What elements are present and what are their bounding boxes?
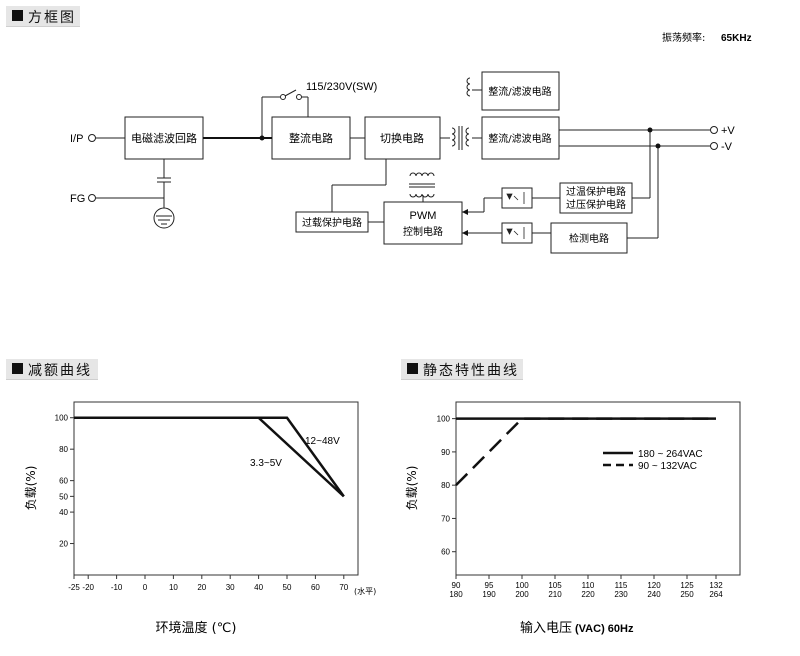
x-tick-label-bottom: 210	[548, 590, 562, 599]
section-bullet-icon	[407, 363, 418, 374]
static-chart: 9018095190100200105210110220115230120240…	[405, 401, 741, 636]
fg-label: FG	[70, 193, 85, 205]
frequency-value: 65KHz	[721, 33, 752, 44]
y-tick-label: 80	[441, 481, 450, 490]
x-tick-label-top: 105	[548, 581, 562, 590]
y-tick-label: 100	[55, 414, 69, 423]
x-tick-label: 0	[143, 583, 148, 592]
pwm-box	[383, 201, 463, 245]
block-diagram-header: 方框图	[6, 6, 80, 27]
x-tick-label: -10	[111, 583, 123, 592]
ot-protect-label: 过温保护电路	[566, 185, 626, 198]
x-tick-label: 10	[169, 583, 178, 592]
overload-label: 过载保护电路	[302, 216, 362, 229]
x-tick-label: -20	[82, 583, 94, 592]
switching-label: 切换电路	[380, 131, 424, 145]
block-diagram: 振荡频率: 65KHz I/P FG 115/230V(SW) 电磁滤波回路 整…	[70, 31, 752, 254]
x-tick-label: 50	[283, 583, 292, 592]
static-x-label-cn: 输入电压	[520, 620, 572, 636]
rectifier-box	[271, 116, 351, 160]
y-tick-label: 40	[59, 508, 68, 517]
optocoupler-1	[501, 187, 533, 209]
switching-box	[364, 116, 441, 160]
y-tick-label: 60	[441, 548, 450, 557]
x-tick-label-bottom: 230	[614, 590, 628, 599]
x-tick-label-bottom: 240	[647, 590, 661, 599]
derating-y-label: 负载(%)	[24, 466, 38, 511]
x-tick-label: 70	[339, 583, 348, 592]
static-x-label-en: (VAC) 60Hz	[575, 623, 634, 635]
optocoupler-2	[501, 222, 533, 244]
rect-filter-label-2: 整流/滤波电路	[488, 132, 551, 145]
frequency-label: 振荡频率:	[662, 31, 705, 44]
fg-terminal	[88, 194, 96, 202]
x-tick-label-top: 90	[452, 581, 461, 590]
x-tick-label-bottom: 200	[515, 590, 529, 599]
x-tick-label-bottom: 180	[449, 590, 463, 599]
static-header: 静态特性曲线	[401, 359, 523, 380]
switch-label: 115/230V(SW)	[306, 81, 377, 93]
x-tick-label: -25	[68, 583, 80, 592]
section-bullet-icon	[12, 10, 23, 21]
derating-plot-area	[73, 401, 359, 576]
series-label-12-48v: 12~48V	[305, 436, 340, 447]
x-tick-label: 30	[226, 583, 235, 592]
legend-label-180-264vac: 180 ~ 264VAC	[638, 449, 703, 460]
series-line-1	[74, 416, 345, 498]
static-plot-area	[455, 401, 741, 576]
legend-label-90-132vac: 90 ~ 132VAC	[638, 461, 697, 472]
y-tick-label: 90	[441, 448, 450, 457]
derating-header: 减额曲线	[6, 359, 98, 380]
series-label-3-3-5v: 3.3~5V	[250, 458, 282, 469]
y-tick-label: 60	[59, 477, 68, 486]
x-tick-label-top: 132	[709, 581, 723, 590]
x-tick-label-top: 100	[515, 581, 529, 590]
derating-x-unit-note: (水平)	[354, 586, 376, 596]
x-tick-label-top: 120	[647, 581, 661, 590]
block-diagram-title: 方框图	[28, 10, 76, 26]
y-tick-label: 70	[441, 514, 450, 523]
emi-filter-box	[124, 116, 204, 160]
x-tick-label: 60	[311, 583, 320, 592]
derating-x-label: 环境温度 (℃)	[156, 620, 237, 636]
y-tick-label: 100	[437, 415, 451, 424]
detect-label: 检测电路	[569, 232, 609, 245]
emi-filter-label: 电磁滤波回路	[131, 132, 197, 145]
y-tick-label: 50	[59, 492, 68, 501]
x-tick-label-top: 95	[485, 581, 494, 590]
x-tick-label-top: 110	[582, 581, 595, 590]
out-neg-label: -V	[721, 141, 733, 153]
x-tick-label: 20	[197, 583, 206, 592]
section-bullet-icon	[12, 363, 23, 374]
x-tick-label-top: 125	[680, 581, 694, 590]
ip-label: I/P	[70, 133, 83, 145]
pwm-control-label: 控制电路	[403, 225, 443, 238]
rect-filter-label-1: 整流/滤波电路	[488, 85, 551, 98]
rectifier-label: 整流电路	[289, 131, 333, 145]
ip-terminal	[88, 134, 96, 142]
x-tick-label-bottom: 250	[680, 590, 694, 599]
static-title: 静态特性曲线	[423, 363, 519, 379]
series-line-0	[74, 416, 345, 498]
pwm-label: PWM	[410, 210, 437, 222]
ov-protect-label: 过压保护电路	[566, 198, 626, 211]
series-line-1	[455, 417, 716, 487]
derating-title: 减额曲线	[28, 363, 92, 379]
derating-chart: -25-20 -10 0 10 20 30 40 50 60 70 20 40 50 60 80 100 负载…	[24, 401, 376, 636]
out-pos-label: +V	[721, 125, 735, 137]
x-tick-label-top: 115	[615, 581, 628, 590]
x-tick-label-bottom: 264	[709, 590, 723, 599]
x-tick-label: 40	[254, 583, 263, 592]
x-tick-label-bottom: 220	[581, 590, 595, 599]
static-legend: 180 ~ 264VAC 90 ~ 132VAC	[603, 449, 703, 472]
y-tick-label: 20	[59, 540, 68, 549]
rect-filter-box-1	[481, 71, 560, 111]
x-tick-label-bottom: 190	[482, 590, 496, 599]
y-tick-label: 80	[59, 445, 68, 454]
static-y-label: 负载(%)	[405, 466, 419, 511]
